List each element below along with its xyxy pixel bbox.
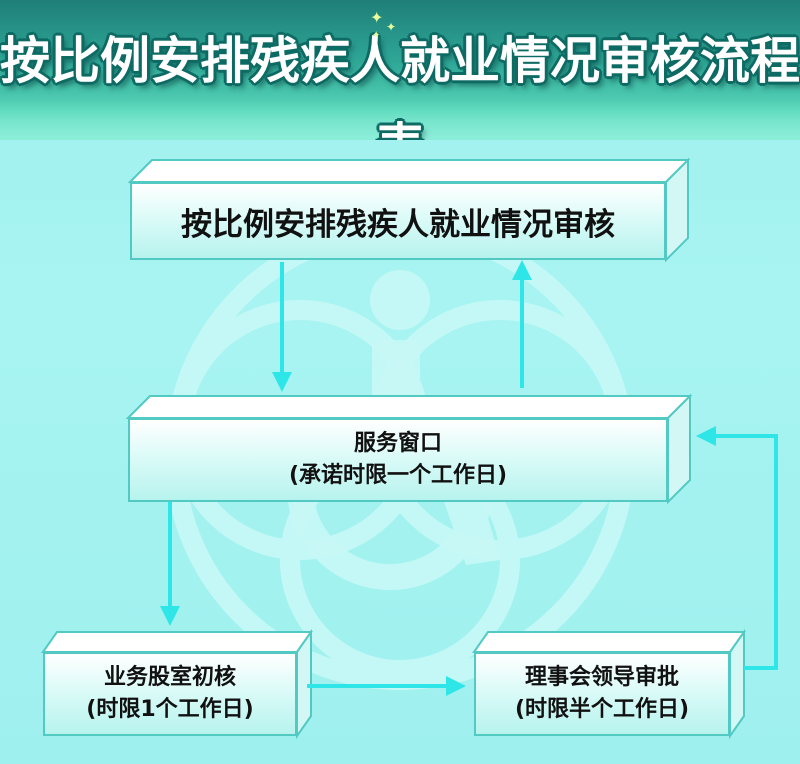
node-board-approval-time-limit: (时限半个工作日) [514,697,690,722]
node-service-window-time-limit: (承诺时限一个工作日) [288,463,508,488]
page-title: 按比例安排残疾人就业情况审核流程表 [0,32,800,140]
node-service-window-label: 服务窗口 [353,431,442,456]
node-department-review-time-limit: (时限1个工作日) [86,697,254,722]
sparkle-icon: ✦ [372,30,381,41]
arrow-board-to-window [716,434,778,670]
node-board-approval: 理事会领导审批 (时限半个工作日) [474,652,730,736]
node-employment-review: 按比例安排残疾人就业情况审核 [130,182,666,260]
header-banner: 按比例安排残疾人就业情况审核流程表 ✦ ✦ ✦ [0,0,800,140]
sparkle-icon: ✦ [370,8,384,27]
sparkle-icon: ✦ [386,20,397,34]
node-board-approval-label: 理事会领导审批 [524,665,679,690]
node-employment-review-label: 按比例安排残疾人就业情况审核 [181,206,615,243]
node-service-window: 服务窗口 (承诺时限一个工作日) [128,418,668,502]
header-glow [0,100,800,140]
node-department-review: 业务股室初核 (时限1个工作日) [43,652,297,736]
node-department-review-label: 业务股室初核 [103,665,236,690]
